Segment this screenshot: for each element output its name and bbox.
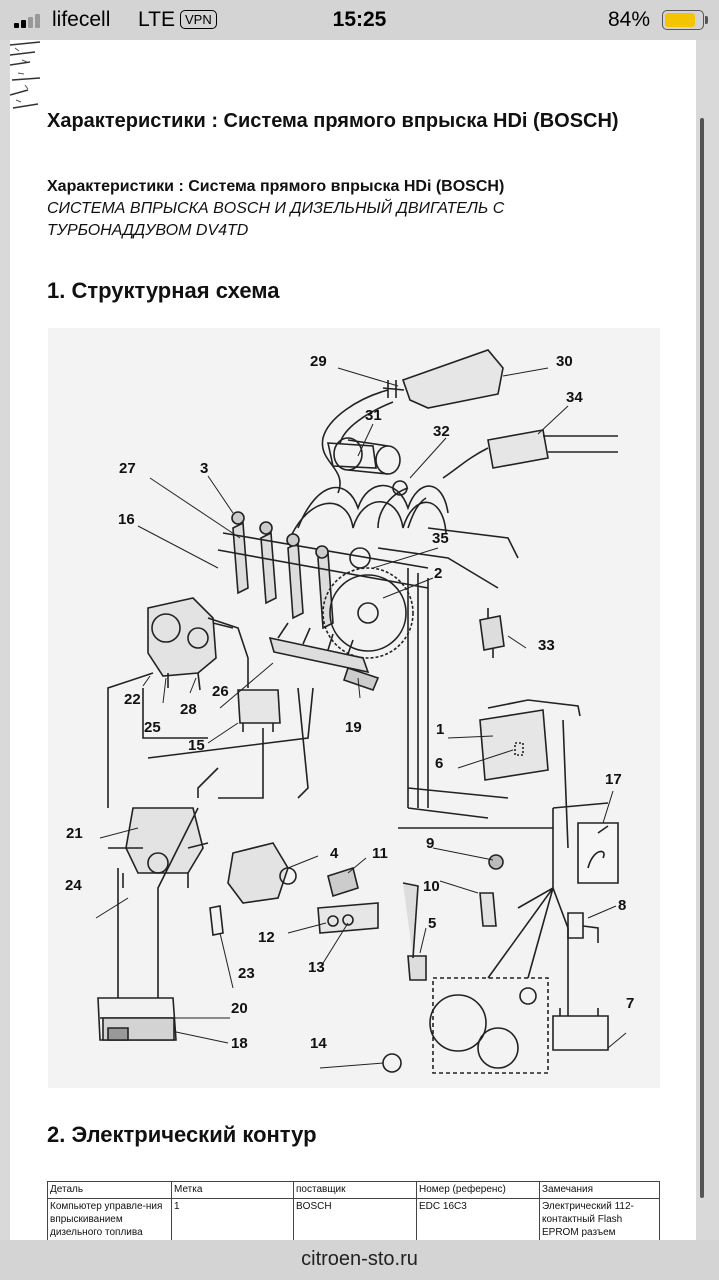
scrollbar[interactable] — [700, 118, 704, 1198]
signal-strength-icon — [14, 12, 44, 28]
diagram-label-5: 5 — [428, 915, 436, 932]
diagram-label-27: 27 — [119, 460, 136, 477]
table-header: поставщик — [293, 1181, 417, 1199]
diagram-svg: 29 30 34 31 32 27 3 16 35 2 33 22 25 28 … — [65, 349, 634, 1074]
diagram-label-2: 2 — [434, 565, 442, 582]
diagram-label-35: 35 — [432, 530, 449, 547]
section-heading-electrical: 2. Электрический контур — [47, 1122, 317, 1147]
battery-fill — [665, 13, 696, 27]
diagram-label-10: 10 — [423, 878, 440, 895]
diagram-label-20: 20 — [231, 1000, 248, 1017]
diagram-label-13: 13 — [308, 959, 325, 976]
table-header: Деталь — [47, 1181, 172, 1199]
table-cell: 1 — [171, 1198, 294, 1240]
diagram-label-1: 1 — [436, 721, 444, 738]
diagram-label-11: 11 — [372, 845, 388, 862]
diagram-label-21: 21 — [66, 825, 83, 842]
status-bar: lifecell LTE VPN 15:25 84% — [0, 0, 719, 40]
diagram-label-32: 32 — [433, 423, 450, 440]
diagram-label-26: 26 — [212, 683, 229, 700]
parts-table: Деталь Метка поставщик Номер (референс) … — [47, 1181, 660, 1240]
diagram-label-17: 17 — [605, 771, 622, 788]
diagram-label-28: 28 — [180, 701, 197, 718]
battery — [552, 1015, 609, 1051]
battery-icon — [662, 10, 704, 30]
document-page[interactable]: Характеристики : Система прямого впрыска… — [10, 40, 696, 1240]
diagram-label-19: 19 — [345, 719, 362, 736]
table-cell: Компьютер управле-ния впрыскиванием дизе… — [47, 1198, 172, 1240]
status-time: 15:25 — [332, 8, 387, 31]
air-filter — [401, 349, 504, 409]
diagram-labels: 29 30 34 31 32 27 3 16 35 2 33 22 25 28 … — [65, 353, 634, 1052]
engine-description: СИСТЕМА ВПРЫСКА BOSCH И ДИЗЕЛЬНЫЙ ДВИГАТ… — [47, 200, 505, 239]
network-type: LTE — [138, 8, 175, 31]
diagram-label-14: 14 — [310, 1035, 327, 1052]
diagram-label-29: 29 — [310, 353, 327, 370]
exhaust-silencer — [487, 429, 549, 469]
vpn-badge: VPN — [180, 10, 217, 29]
diagram-label-18: 18 — [231, 1035, 248, 1052]
table-cell: EDC 16C3 — [416, 1198, 540, 1240]
diagram-label-6: 6 — [435, 755, 443, 772]
structure-diagram: 29 30 34 31 32 27 3 16 35 2 33 22 25 28 … — [48, 328, 660, 1088]
camshaft-gear — [322, 567, 414, 659]
table-cell: Электрический 112-контактный Flash EPROM… — [539, 1198, 660, 1240]
high-pressure-pump — [147, 597, 217, 677]
bottom-address-bar[interactable]: citroen-sto.ru — [0, 1240, 719, 1280]
diagram-label-33: 33 — [538, 637, 555, 654]
diagram-label-7: 7 — [626, 995, 634, 1012]
diagram-label-8: 8 — [618, 897, 626, 914]
table-header: Метка — [171, 1181, 294, 1199]
diagram-label-12: 12 — [258, 929, 275, 946]
page-url[interactable]: citroen-sto.ru — [301, 1248, 418, 1270]
battery-percent: 84% — [608, 8, 651, 31]
preheat-relay — [237, 689, 281, 724]
diagram-label-9: 9 — [426, 835, 434, 852]
corner-decoration — [10, 41, 41, 109]
injector-1 — [232, 521, 249, 595]
table-header-row: Деталь Метка поставщик Номер (референс) … — [47, 1181, 660, 1199]
carrier-name: lifecell — [52, 8, 111, 31]
fuel-filter — [125, 807, 204, 874]
table-row: Компьютер управле-ния впрыскиванием дизе… — [47, 1198, 660, 1240]
diagram-label-15: 15 — [188, 737, 205, 754]
diagram-label-30: 30 — [556, 353, 573, 370]
table-header: Номер (референс) — [416, 1181, 540, 1199]
diagram-label-23: 23 — [238, 965, 255, 982]
page-subtitle: Характеристики : Система прямого впрыска… — [47, 178, 505, 195]
table-cell: BOSCH — [293, 1198, 417, 1240]
injector-2 — [260, 531, 277, 605]
diagram-label-16: 16 — [118, 511, 135, 528]
battery-tip — [705, 16, 708, 24]
diagram-label-3: 3 — [200, 460, 208, 477]
diagram-label-24: 24 — [65, 877, 82, 894]
diagram-label-22: 22 — [124, 691, 141, 708]
table-header: Замечания — [539, 1181, 660, 1199]
section-heading-structure: 1. Структурная схема — [47, 278, 280, 303]
diagram-label-31: 31 — [365, 407, 382, 424]
common-rail — [268, 636, 370, 674]
ecu — [479, 709, 549, 781]
diagram-label-25: 25 — [144, 719, 161, 736]
injector-3 — [287, 541, 304, 620]
diagram-label-4: 4 — [330, 845, 339, 862]
diagram-label-34: 34 — [566, 389, 583, 406]
page-title: Характеристики : Система прямого впрыска… — [47, 110, 619, 132]
egr-valve — [479, 615, 505, 651]
